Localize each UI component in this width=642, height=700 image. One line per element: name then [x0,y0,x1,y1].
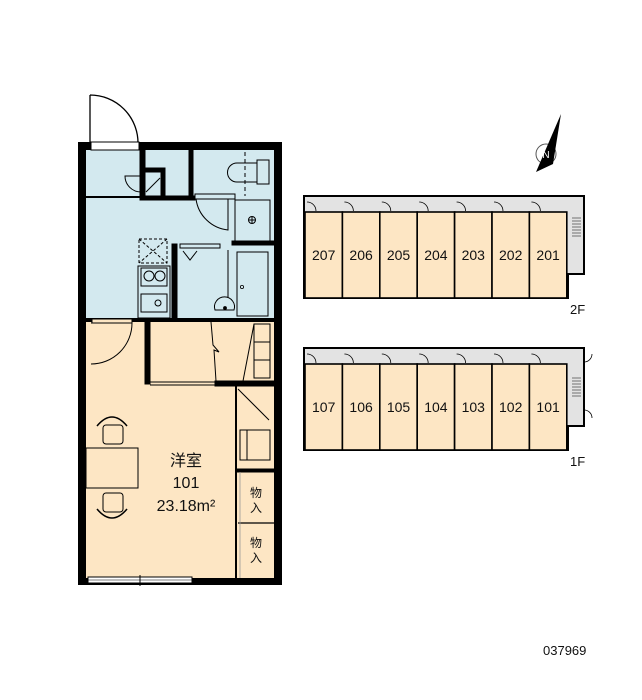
closet-label-2: 物 入 [250,536,262,565]
closet-1-char: 物 [250,486,262,500]
building-unit-207: 207 [304,201,344,299]
unit-door-icon [531,353,541,364]
room-area-label: 23.18m² [157,498,216,515]
building-floor-2: 207 206 205 204 203 202 201 [303,195,585,299]
unit-number: 103 [462,399,486,415]
floor-1-label: 1F [570,454,585,469]
unit-door-icon [306,201,317,212]
unit-number: 202 [499,247,523,263]
unit-door-icon [531,201,541,212]
unit-number: 201 [536,247,560,263]
reference-code: 037969 [543,643,586,658]
building-unit-202: 202 [491,201,531,299]
building-unit-101: 101 [528,353,568,451]
unit-door-icon [493,353,504,364]
unit-number: 205 [387,247,411,263]
unit-door-icon [493,201,504,212]
unit-door-icon [419,353,429,364]
room-type-label: 洋室 [170,452,202,470]
floor-2-label: 2F [570,302,585,317]
building-unit-102: 102 [491,353,531,451]
unit-door-icon [381,201,392,212]
unit-number: 206 [349,247,373,263]
main-room [86,322,274,578]
unit-number: 203 [462,247,486,263]
building-unit-205: 205 [378,201,418,299]
building-unit-203: 203 [453,201,493,299]
building-unit-107: 107 [304,353,344,451]
building-unit-104: 104 [416,353,456,451]
stairs-icon [572,377,581,397]
building-unit-106: 106 [341,353,381,451]
building-unit-105: 105 [378,353,418,451]
building-unit-204: 204 [416,201,456,299]
closet-2-char: 物 [250,536,262,550]
closet-1-char: 入 [250,501,262,515]
unit-number: 106 [349,399,373,415]
unit-number: 101 [536,399,560,415]
unit-number: 102 [499,399,523,415]
building-unit-103: 103 [453,353,493,451]
unit-door-icon [456,201,466,212]
unit-door-icon [344,353,354,364]
unit-number: 105 [387,399,411,415]
unit-door-icon [456,353,466,364]
unit-number: 207 [312,247,336,263]
closet-2-char: 入 [250,551,262,565]
unit-door-icon [419,201,429,212]
unit-number: 107 [312,399,336,415]
unit-door-icon [306,353,317,364]
compass-north-icon: N [535,114,561,172]
building-floor-1: 107 106 105 104 103 102 101 [303,347,593,451]
unit-number: 104 [424,399,448,415]
building-unit-206: 206 [341,201,381,299]
unit-door-icon [344,201,354,212]
stairs-icon [572,217,581,237]
unit-number: 204 [424,247,448,263]
room-number-label: 101 [173,475,200,492]
unit-door-icon [381,353,392,364]
building-unit-201: 201 [528,201,568,299]
closet-label-1: 物 入 [250,486,262,515]
compass-label: N [542,150,549,161]
